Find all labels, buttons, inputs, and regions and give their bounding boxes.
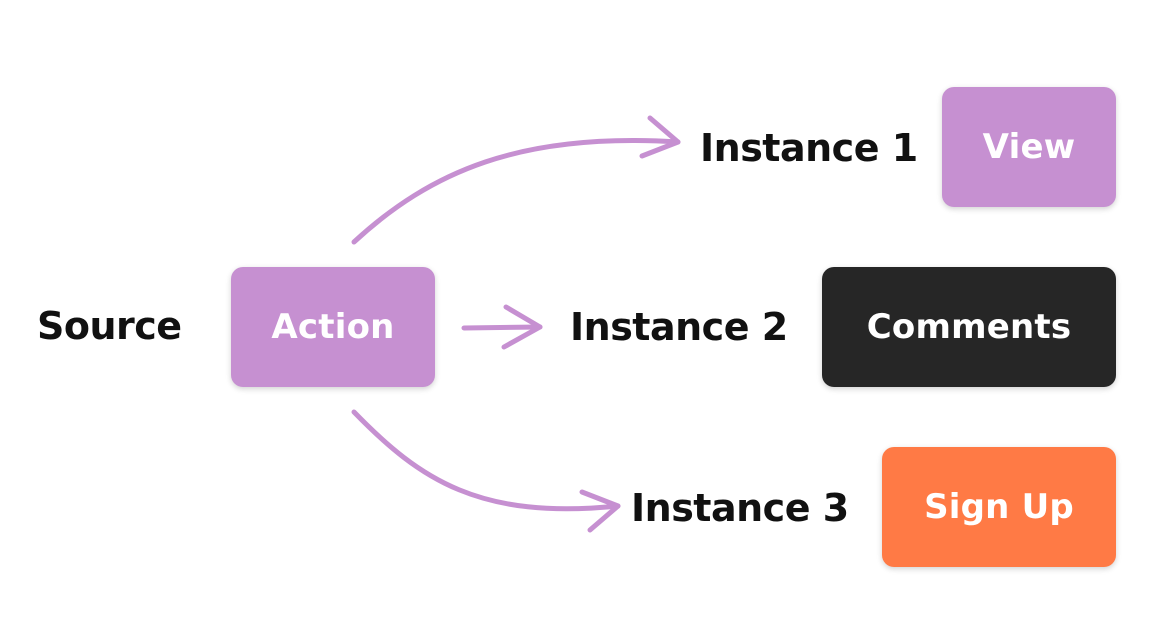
arrow-2-head	[501, 304, 543, 350]
arrow-to-instance-2	[461, 304, 543, 350]
arrow-1-shaft	[351, 137, 681, 245]
view-chip-label: View	[982, 127, 1076, 167]
instance-1-label: Instance 1	[700, 126, 918, 170]
comments-chip[interactable]: Comments	[822, 267, 1116, 387]
arrow-1-head	[639, 115, 681, 159]
action-chip[interactable]: Action	[231, 267, 435, 387]
action-chip-label: Action	[271, 307, 395, 347]
source-label: Source	[37, 304, 182, 348]
instance-3-label: Instance 3	[631, 486, 849, 530]
comments-chip-label: Comments	[866, 307, 1072, 347]
arrow-2-shaft	[461, 324, 543, 331]
arrow-3-head	[579, 489, 621, 533]
instance-2-label: Instance 2	[570, 305, 788, 349]
view-chip[interactable]: View	[942, 87, 1116, 207]
arrow-to-instance-3	[351, 409, 621, 533]
arrow-3-shaft	[351, 409, 621, 512]
sign-up-chip[interactable]: Sign Up	[882, 447, 1116, 567]
sign-up-chip-label: Sign Up	[924, 487, 1074, 527]
arrow-to-instance-1	[351, 115, 681, 245]
